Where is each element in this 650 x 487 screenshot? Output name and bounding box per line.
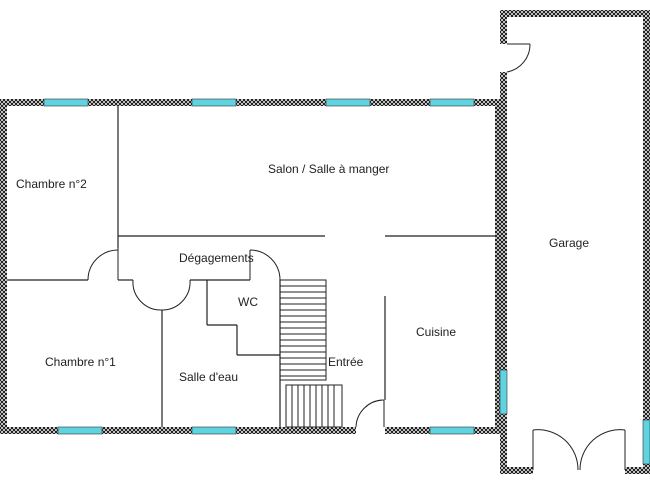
wall-house-right (495, 99, 502, 434)
label-salle-eau: Salle d'eau (179, 370, 238, 384)
interior-doors (87, 248, 385, 428)
garage-wall-left-upper (500, 10, 507, 44)
window (191, 426, 237, 435)
window (43, 98, 89, 107)
garage-wall-left-lower (500, 72, 507, 474)
wall-top (0, 99, 502, 106)
window (191, 98, 237, 107)
wall-bottom-left (0, 427, 356, 434)
garage-wall-bottom-left (500, 467, 533, 474)
garage-wall-bottom-right (625, 467, 650, 474)
interior-walls (7, 106, 495, 427)
label-chambre-2: Chambre n°2 (16, 177, 87, 191)
label-degagements: Dégagements (179, 251, 254, 265)
label-entree: Entrée (328, 355, 364, 369)
garage-double-door (532, 429, 626, 471)
label-salon: Salon / Salle à manger (268, 162, 389, 176)
label-cuisine: Cuisine (416, 325, 456, 339)
wall-left (0, 99, 7, 434)
garage-wall-right (643, 10, 650, 474)
window (57, 426, 103, 435)
window (429, 98, 475, 107)
label-wc: WC (238, 295, 258, 309)
garage-side-door (506, 43, 531, 73)
window (499, 369, 508, 415)
window (429, 426, 475, 435)
label-garage: Garage (549, 236, 589, 250)
label-chambre-1: Chambre n°1 (45, 355, 116, 369)
garage-wall-top (500, 10, 650, 17)
staircase (279, 279, 343, 428)
window (325, 98, 371, 107)
window (642, 419, 650, 465)
